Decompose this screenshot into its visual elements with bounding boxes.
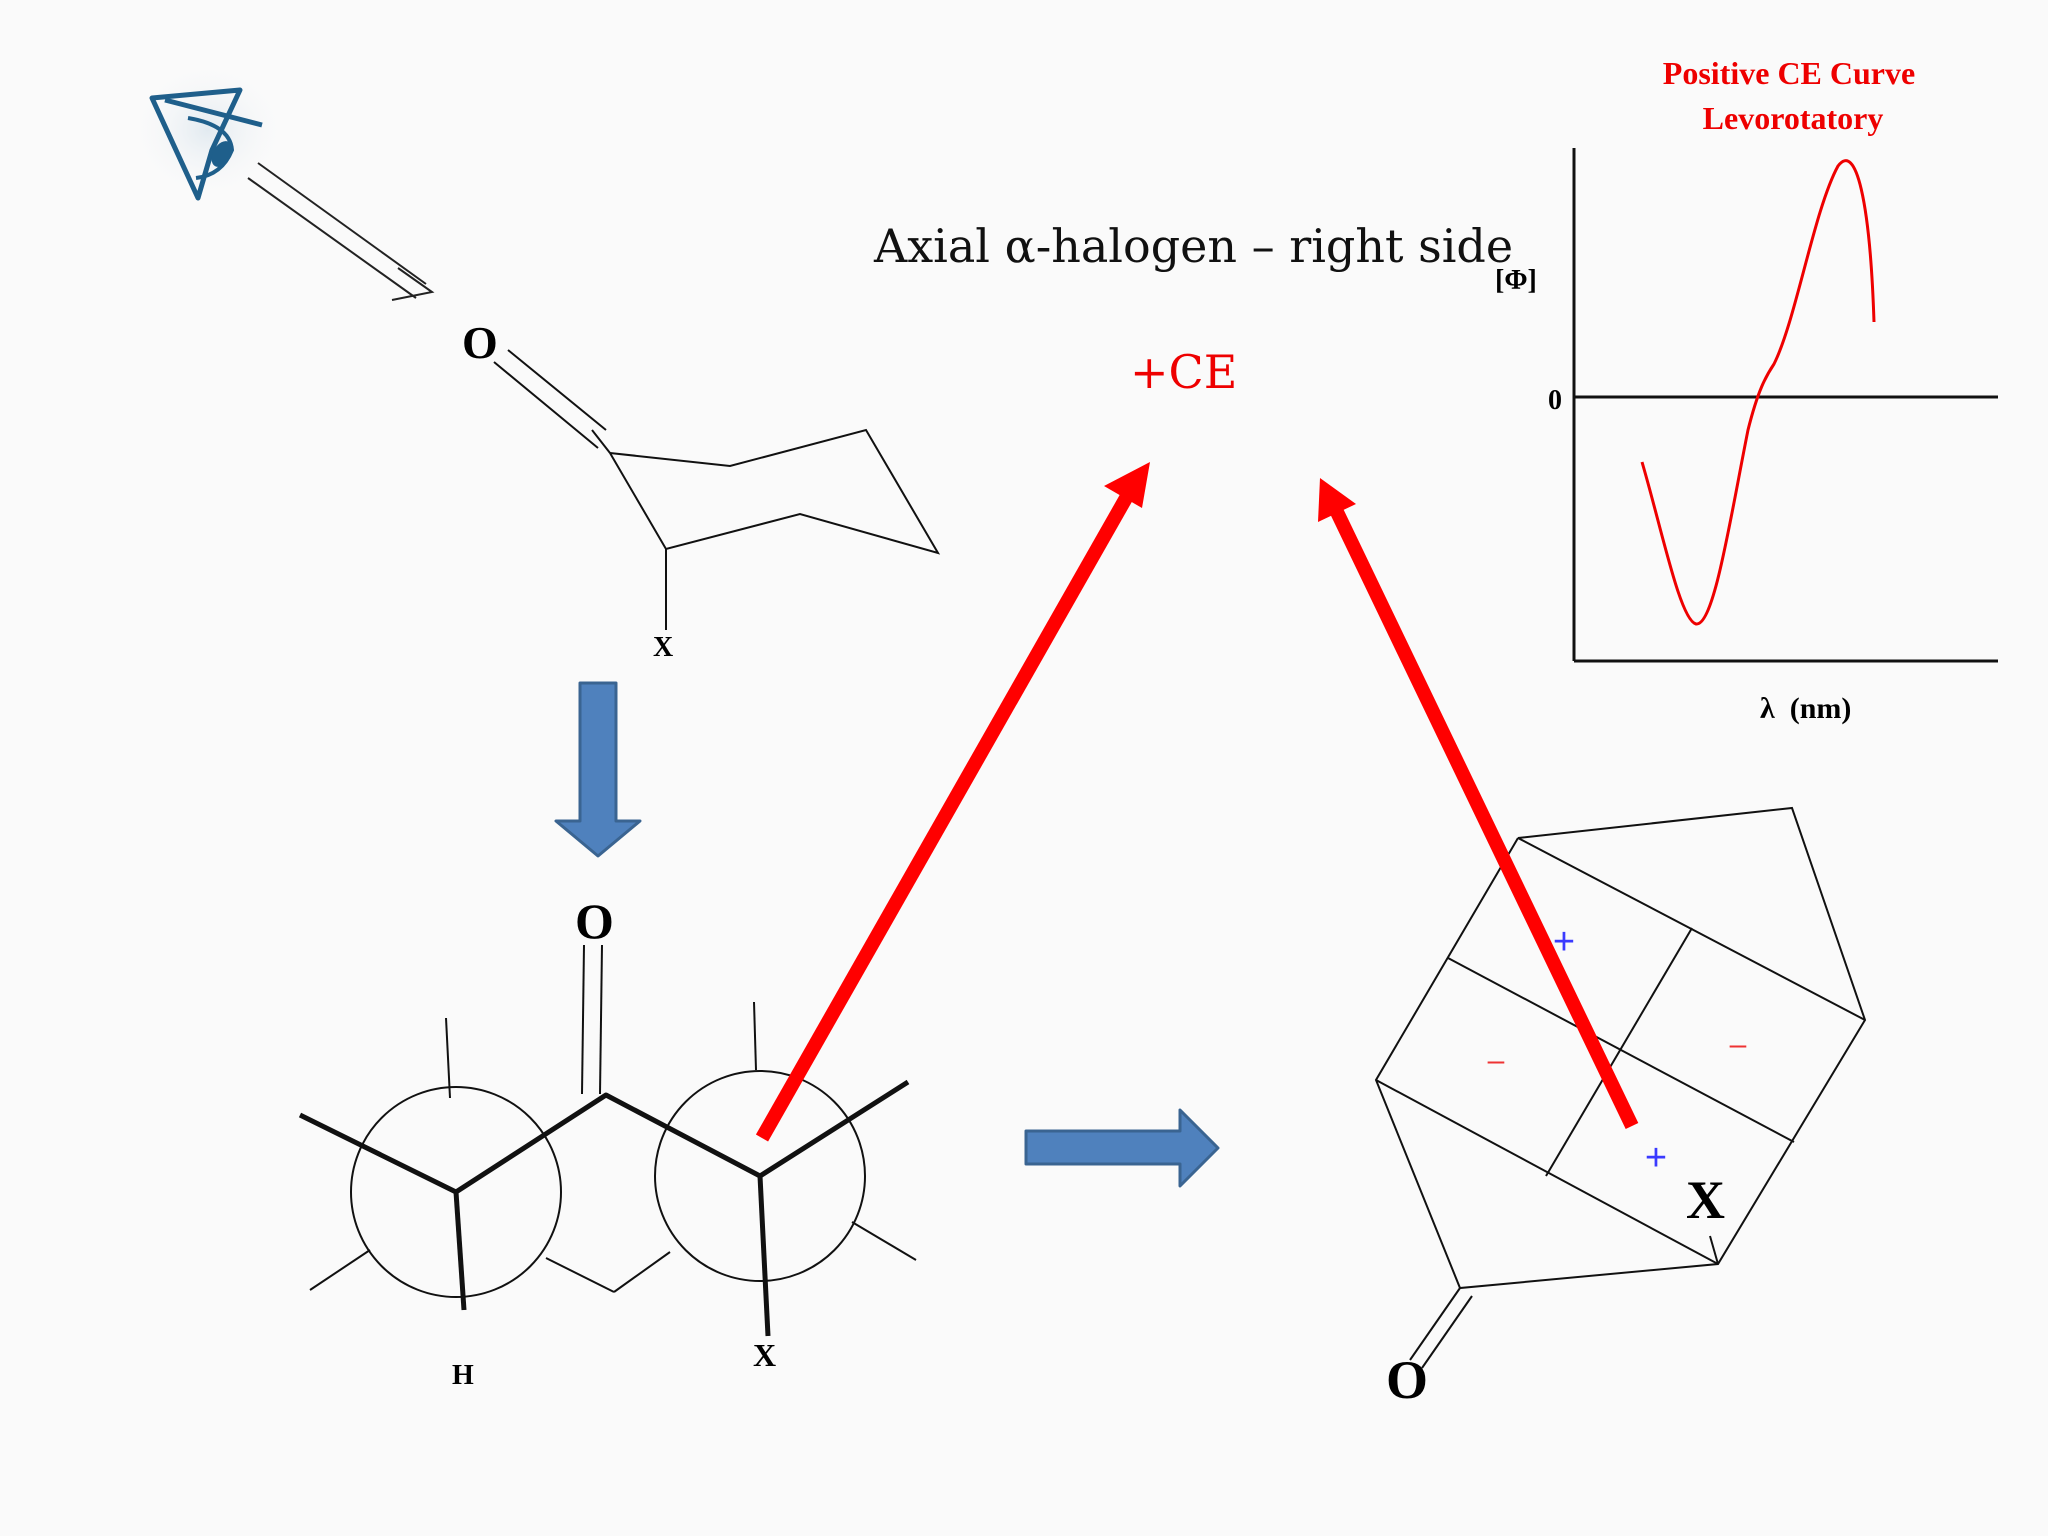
octant-oxygen-label: O [1386,1350,1428,1410]
octant-projection [1374,806,1867,1369]
x-axis-label: λ (nm) [1760,692,1851,725]
viewing-direction-arrow [247,162,435,301]
zero-tick-label: 0 [1548,385,1562,416]
diagram-title: Axial α-halogen – right side [873,219,1513,273]
right-arrow [1024,1108,1220,1188]
ce-curve-line [1640,159,1876,626]
red-arrow-left [755,462,1150,1142]
curve-title-line2: Levorotatory [1703,100,1884,136]
top-oxygen-label: O [462,317,498,368]
cyclohexanone-chair [493,349,941,630]
octant-sign-left: – [1488,1044,1505,1077]
ce-curve-plot: Positive CE Curve Levorotatory [Φ] 0 λ (… [1495,55,1998,725]
newman-halogen-label: X [753,1337,776,1373]
top-halogen-label: X [653,632,673,663]
newman-hydrogen-label: H [452,1360,474,1391]
octant-sign-lower: + [1645,1137,1667,1179]
down-arrow [554,681,642,858]
eye-icon [128,60,288,201]
y-axis-label: [Φ] [1495,265,1537,296]
octant-halogen-label: X [1686,1170,1725,1230]
newman-oxygen-label: O [575,893,614,949]
curve-title-line1: Positive CE Curve [1663,55,1915,91]
red-arrow-right [1318,478,1639,1130]
octant-sign-upper-left: + [1553,921,1575,963]
ce-sign-label: +CE [1130,345,1237,399]
octant-sign-right: – [1730,1028,1747,1061]
newman-projection [298,944,917,1337]
